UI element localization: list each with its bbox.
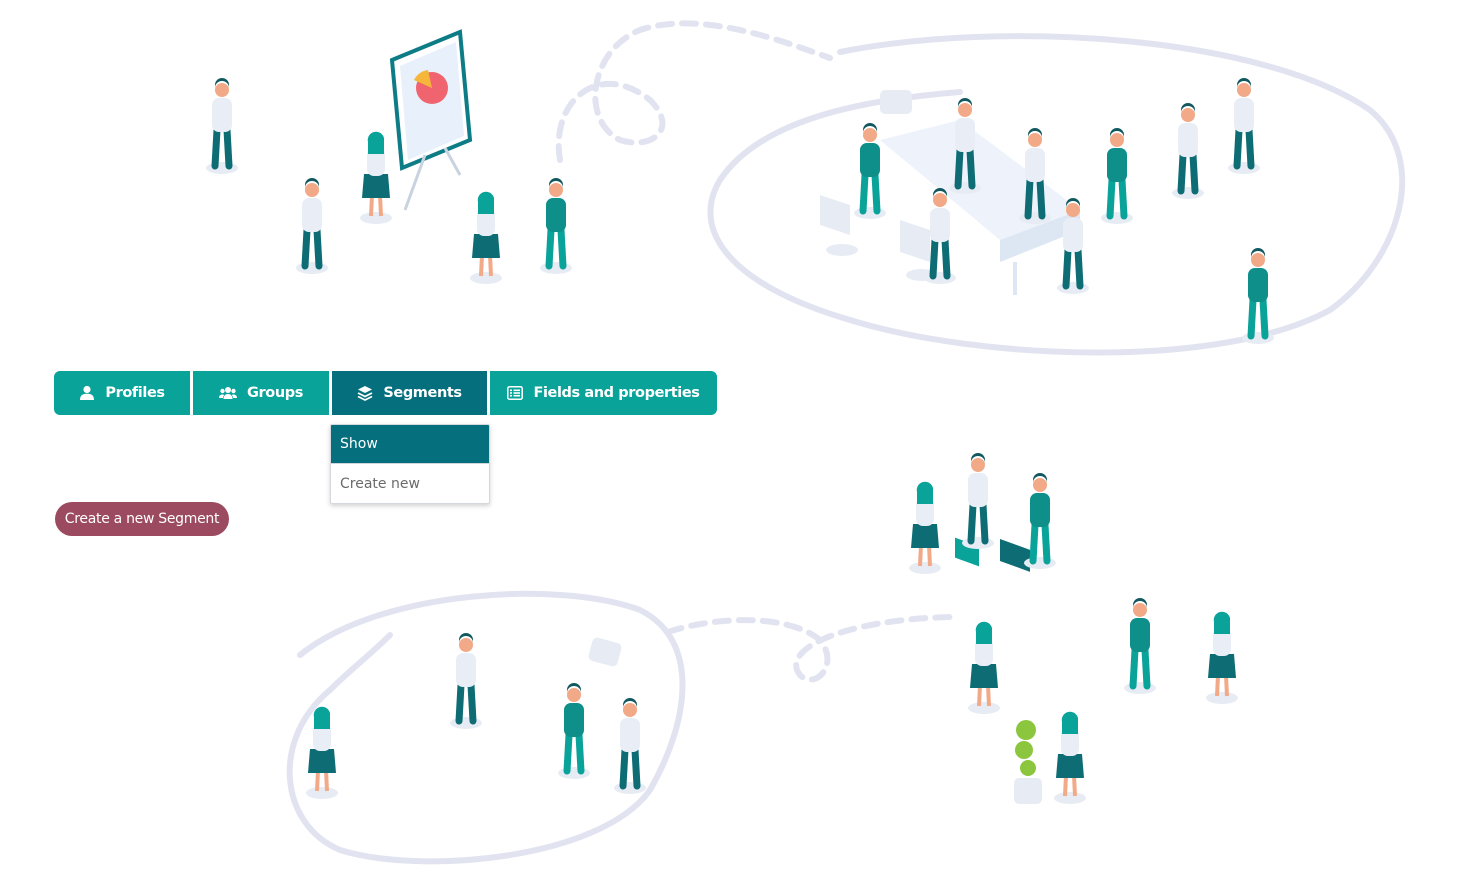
tab-profiles-label: Profiles <box>105 385 165 401</box>
people-group-top-left <box>206 78 572 286</box>
path-loop-bottom <box>286 590 686 865</box>
main-nav: Profiles Groups <box>54 371 717 415</box>
speech-bubbles <box>588 90 912 667</box>
menu-item-create-new[interactable]: Create new <box>340 475 420 492</box>
plant <box>1014 720 1042 804</box>
menu-item-show[interactable]: Show <box>331 425 489 464</box>
tab-fields-and-properties[interactable]: Fields and properties <box>490 371 717 415</box>
tab-segments[interactable]: Segments <box>332 371 487 415</box>
path-dashed-bottom <box>665 614 953 683</box>
user-icon <box>79 385 95 401</box>
presentation-board <box>389 29 473 211</box>
tab-fields-label: Fields and properties <box>533 385 700 401</box>
users-icon <box>219 386 238 400</box>
tab-profiles[interactable]: Profiles <box>54 371 190 415</box>
list-icon <box>507 386 524 400</box>
segments-dropdown-menu: Show Create new <box>330 424 490 504</box>
tab-groups-label: Groups <box>247 385 303 401</box>
create-segment-button[interactable]: Create a new Segment <box>55 502 229 536</box>
path-dashed-top <box>555 20 833 163</box>
tab-groups[interactable]: Groups <box>193 371 329 415</box>
tab-segments-label: Segments <box>383 385 462 401</box>
layers-icon <box>357 385 373 401</box>
path-loop-top <box>707 33 1406 356</box>
people-group-bottom-right <box>907 453 1240 806</box>
